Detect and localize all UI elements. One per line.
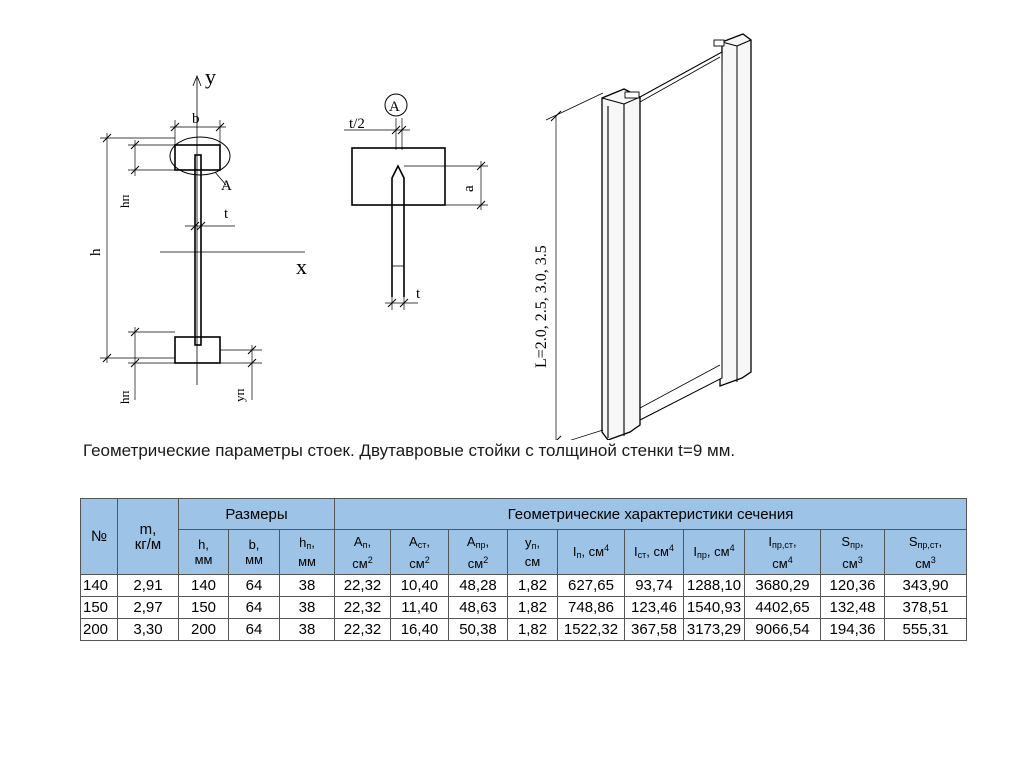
- table-cell: 22,32: [334, 574, 391, 597]
- table-cell: 3173,29: [683, 618, 745, 641]
- header-mass-unit: кг/м: [134, 535, 162, 553]
- label-yn: yп: [232, 389, 247, 403]
- header-group-geometry: Геометрические характеристики сечения: [334, 498, 967, 530]
- table-cell: 48,63: [448, 596, 508, 619]
- table-cell: 150: [80, 596, 118, 619]
- header-col-1: b,мм: [228, 529, 280, 575]
- label-h: h: [88, 248, 104, 256]
- label-t-web: t: [224, 206, 229, 222]
- table-cell: 1,82: [507, 596, 558, 619]
- table-cell: 200: [178, 618, 229, 641]
- table-cell: 64: [228, 574, 280, 597]
- header-mass: m, кг/м: [117, 498, 179, 575]
- header-col-4: Aст,см2: [390, 529, 449, 575]
- header-col-3: Aп,см2: [334, 529, 391, 575]
- table-cell: 64: [228, 618, 280, 641]
- table-cell: 378,51: [884, 596, 967, 619]
- header-col-10: Iпр,ст,см4: [744, 529, 821, 575]
- table-cell: 16,40: [390, 618, 449, 641]
- table-cell: 140: [80, 574, 118, 597]
- table-cell: 367,58: [624, 618, 684, 641]
- table-cell: 748,86: [557, 596, 625, 619]
- table-cell: 194,36: [820, 618, 885, 641]
- header-group-dims: Размеры: [178, 498, 335, 530]
- table-header: № m, кг/м Размеры Геометрические характе…: [80, 498, 967, 575]
- table-cell: 93,74: [624, 574, 684, 597]
- isometric-post-drawing: [545, 33, 752, 440]
- table-cell: 4402,65: [744, 596, 821, 619]
- table-cell: 22,32: [334, 596, 391, 619]
- table-cell: 555,31: [884, 618, 967, 641]
- label-length: L=2.0, 2.5, 3.0, 3.5: [533, 245, 550, 368]
- label-b: b: [192, 111, 200, 127]
- label-callout-a: A: [221, 178, 232, 194]
- table-cell: 38: [279, 574, 335, 597]
- header-no: №: [80, 498, 118, 575]
- table-cell: 200: [80, 618, 118, 641]
- table-cell: 1540,93: [683, 596, 745, 619]
- label-a: a: [461, 185, 477, 192]
- table-cell: 48,28: [448, 574, 508, 597]
- table-cell: 38: [279, 596, 335, 619]
- table-cell: 64: [228, 596, 280, 619]
- table-cell: 1,82: [507, 574, 558, 597]
- table-cell: 3680,29: [744, 574, 821, 597]
- header-col-6: yп,см: [507, 529, 558, 575]
- header-mass-sym: m,: [139, 520, 157, 538]
- table-cell: 120,36: [820, 574, 885, 597]
- figure-caption: Геометрические параметры стоек. Двутавро…: [83, 441, 736, 460]
- table-cell: 123,46: [624, 596, 684, 619]
- label-t-detail: t: [416, 286, 421, 302]
- header-col-8: Iст, см4: [624, 529, 684, 575]
- table-cell: 1522,32: [557, 618, 625, 641]
- table-cell: 150: [178, 596, 229, 619]
- table-cell: 627,65: [557, 574, 625, 597]
- table-cell: 343,90: [884, 574, 967, 597]
- cross-section-drawing: [100, 74, 305, 400]
- table-cell: 3,30: [117, 618, 179, 641]
- header-col-12: Sпр,ст,см3: [884, 529, 967, 575]
- label-hn-bottom: hп: [117, 391, 132, 405]
- label-axis-y: y: [205, 64, 216, 89]
- table-cell: 2,97: [117, 596, 179, 619]
- header-col-0: h,мм: [178, 529, 229, 575]
- drawing-area: y x b h hп hп t yп A A t/2 a t: [88, 33, 752, 440]
- table-cell: 22,32: [334, 618, 391, 641]
- label-axis-x: x: [296, 254, 307, 279]
- header-col-11: Sпр,см3: [820, 529, 885, 575]
- table-cell: 11,40: [390, 596, 449, 619]
- table-cell: 9066,54: [744, 618, 821, 641]
- table-cell: 10,40: [390, 574, 449, 597]
- table-cell: 38: [279, 618, 335, 641]
- label-hn-top: hп: [117, 195, 132, 209]
- geometry-table: № m, кг/м Размеры Геометрические характе…: [80, 498, 967, 641]
- table-cell: 132,48: [820, 596, 885, 619]
- header-col-2: hп,мм: [279, 529, 335, 575]
- table-cell: 50,38: [448, 618, 508, 641]
- label-half-t: t/2: [349, 116, 365, 132]
- table-cell: 1288,10: [683, 574, 745, 597]
- detail-a-drawing: [344, 93, 488, 310]
- table-cell: 1,82: [507, 618, 558, 641]
- header-col-5: Aпр,см2: [448, 529, 508, 575]
- label-detail-a: A: [389, 99, 400, 115]
- table-cell: 2,91: [117, 574, 179, 597]
- header-col-7: Iп, см4: [557, 529, 625, 575]
- header-col-9: Iпр, см4: [683, 529, 745, 575]
- table-cell: 140: [178, 574, 229, 597]
